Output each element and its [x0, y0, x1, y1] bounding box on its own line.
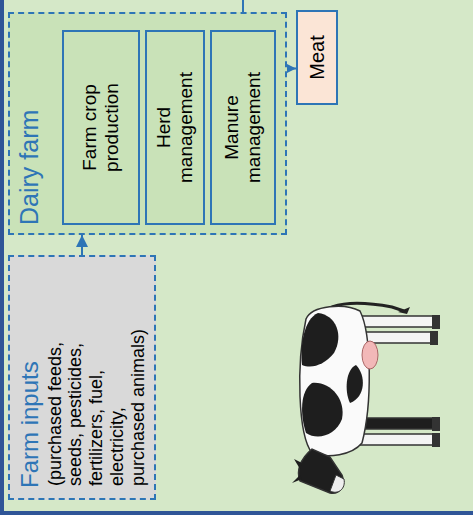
process-box: Farm crop production	[62, 30, 140, 225]
frame-border	[0, 511, 473, 515]
farm-boundary: Dairy farm Farm crop production Herd manag…	[8, 12, 287, 235]
input-box: Farm inputs(purchased feeds, seeds, pest…	[8, 255, 156, 500]
node-label: Manure management	[221, 63, 265, 193]
node-label: Meat	[306, 35, 329, 79]
node-label: Herd management	[153, 63, 197, 193]
process-box: Herd management	[145, 30, 205, 225]
node-label: Farm crop production	[79, 63, 123, 193]
flow-arrow	[81, 235, 83, 255]
frame-border	[0, 0, 4, 515]
node-label: Farm inputs	[16, 267, 45, 488]
node-label: Dairy farm	[14, 22, 44, 225]
node-body-text: (purchased feeds, seeds, pesticides, fer…	[45, 326, 148, 488]
cow-illustration	[292, 303, 440, 493]
process-box: Manure management	[210, 30, 276, 225]
output-box: Meat	[296, 10, 338, 105]
